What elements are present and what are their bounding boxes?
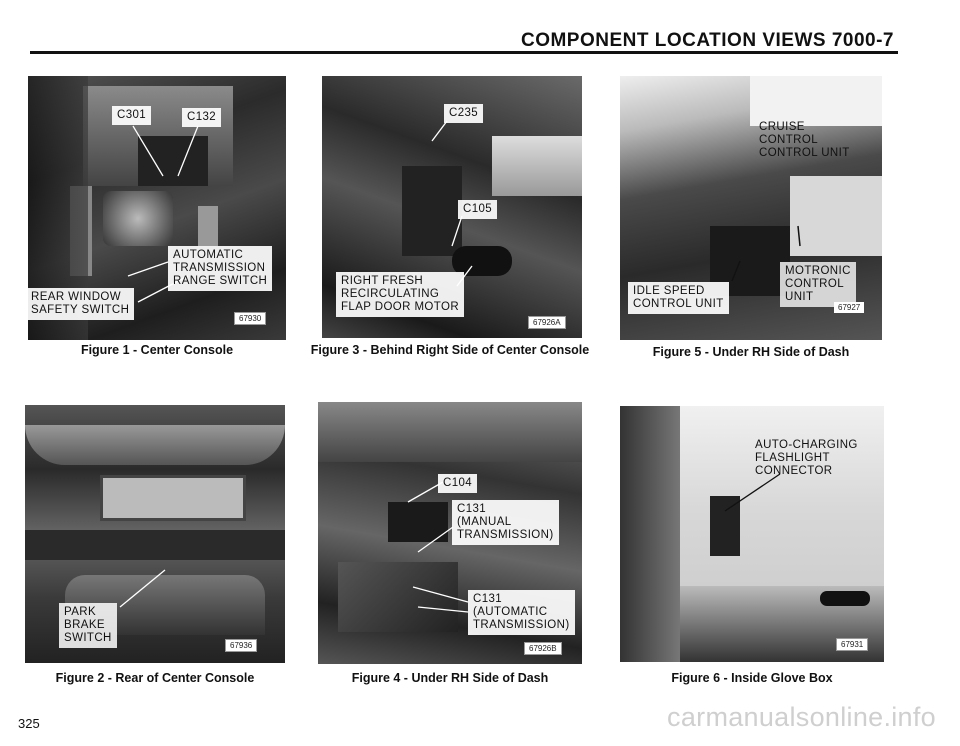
figure-2-photo: PARK BRAKE SWITCH 67936 xyxy=(25,405,285,663)
label-c235: C235 xyxy=(444,104,484,123)
figure-1-photo: C301 C132 AUTOMATIC TRANSMISSION RANGE S… xyxy=(28,76,286,340)
figure-6-code: 67931 xyxy=(836,638,869,651)
label-c131-manual-transmission: C131 (MANUAL TRANSMISSION) xyxy=(452,500,559,545)
label-idle-speed-control-unit: IDLE SPEED CONTROL UNIT xyxy=(628,282,729,314)
label-auto-charging-flashlight-connector: AUTO-CHARGING FLASHLIGHT CONNECTOR xyxy=(755,439,858,477)
label-c301: C301 xyxy=(112,106,152,125)
page-number: 325 xyxy=(18,716,40,731)
figure-4-photo: C104 C131 (MANUAL TRANSMISSION) C131 (AU… xyxy=(318,402,582,664)
figure-3-code: 67926A xyxy=(528,316,566,329)
figure-2-leader-lines xyxy=(119,569,166,608)
figure-2-code: 67936 xyxy=(225,639,258,652)
label-park-brake-switch: PARK BRAKE SWITCH xyxy=(59,603,117,648)
figure-1-caption: Figure 1 - Center Console xyxy=(80,343,234,357)
figure-3-caption: Figure 3 - Behind Right Side of Center C… xyxy=(310,343,590,357)
page-header: COMPONENT LOCATION VIEWS 7000-7 xyxy=(30,28,898,54)
figure-5-leader-lines xyxy=(731,225,801,282)
figure-4-code: 67926B xyxy=(524,642,562,655)
figure-4-caption: Figure 4 - Under RH Side of Dash xyxy=(351,671,549,685)
label-c132: C132 xyxy=(182,108,222,127)
label-cruise-control-control-unit: CRUISE CONTROL CONTROL UNIT xyxy=(759,121,850,159)
page-title: COMPONENT LOCATION VIEWS 7000-7 xyxy=(520,30,894,51)
figure-5-photo: CRUISE CONTROL CONTROL UNIT MOTRONIC CON… xyxy=(620,76,882,340)
label-automatic-transmission-range-switch: AUTOMATIC TRANSMISSION RANGE SWITCH xyxy=(168,246,273,291)
figure-1-code: 67930 xyxy=(234,312,267,325)
figure-4-leader-lines xyxy=(407,481,469,613)
figure-2-caption: Figure 2 - Rear of Center Console xyxy=(55,671,255,685)
figure-6-leader-lines xyxy=(724,473,781,512)
header-rule xyxy=(30,51,898,54)
label-rear-window-safety-switch: REAR WINDOW SAFETY SWITCH xyxy=(28,288,135,320)
figure-3-photo: C235 C105 RIGHT FRESH RECIRCULATING FLAP… xyxy=(322,76,582,338)
figure-5-caption: Figure 5 - Under RH Side of Dash xyxy=(652,345,850,359)
label-right-fresh-recirculating-flap-door-motor: RIGHT FRESH RECIRCULATING FLAP DOOR MOTO… xyxy=(336,272,465,317)
watermark: carmanualsonline.info xyxy=(667,702,936,732)
label-c131-automatic-transmission: C131 (AUTOMATIC TRANSMISSION) xyxy=(468,590,575,635)
label-motronic-control-unit: MOTRONIC CONTROL UNIT xyxy=(780,262,856,307)
figure-6-caption: Figure 6 - Inside Glove Box xyxy=(671,671,833,685)
figure-5-code: 67927 xyxy=(834,302,865,313)
label-c104: C104 xyxy=(438,474,478,493)
figure-6-photo: AUTO-CHARGING FLASHLIGHT CONNECTOR 67931 xyxy=(620,406,884,662)
label-c105: C105 xyxy=(458,200,498,219)
